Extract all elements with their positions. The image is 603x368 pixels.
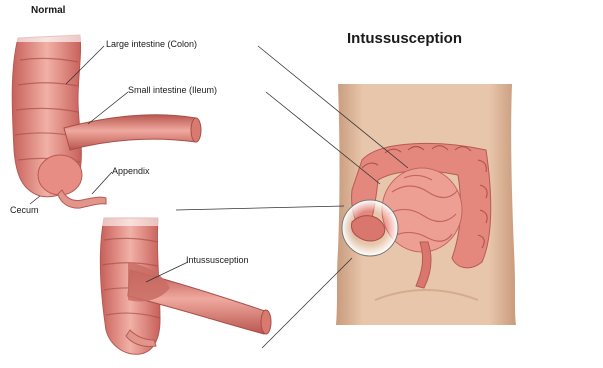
label-appendix: Appendix [112,166,150,176]
label-cecum: Cecum [10,205,39,215]
label-small-intestine: Small intestine (Ileum) [128,85,217,95]
leader-appendix [92,172,112,194]
torso-illustration [336,84,516,325]
normal-heading: Normal [31,5,65,16]
label-large-intestine: Large intestine (Colon) [106,39,197,49]
leader-cecum [30,196,40,204]
intussusception-detail-illustration [92,210,271,354]
diagram-title: Intussusception [347,30,462,47]
zoom-line-top [176,206,344,210]
label-intussusception: Intussusception [186,255,249,265]
